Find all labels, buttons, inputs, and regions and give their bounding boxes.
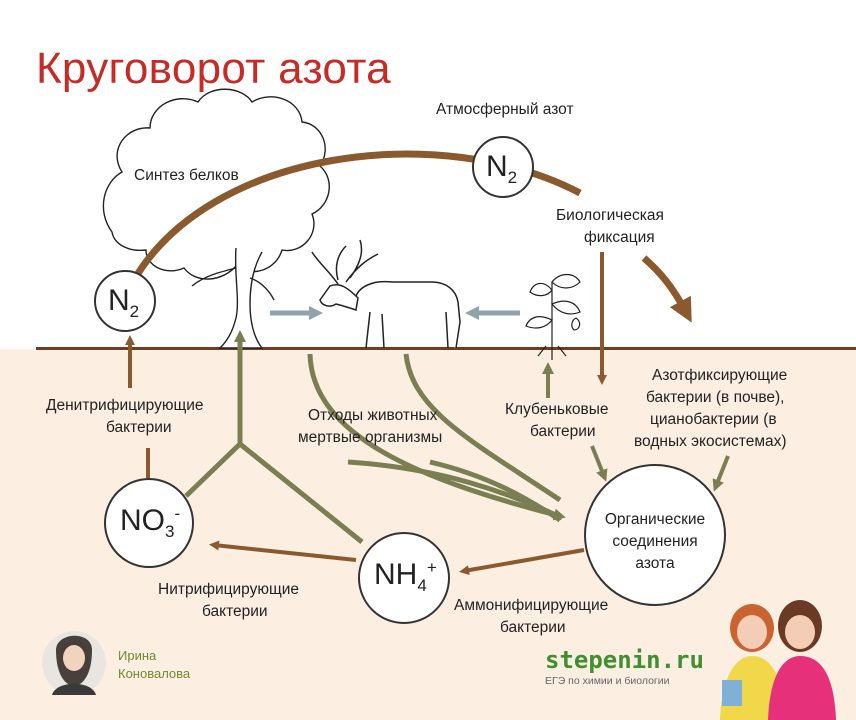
denitrifying-label-1: Денитрифицирующие — [46, 397, 204, 414]
author-photo-graphic — [42, 631, 106, 695]
nitrogen-fixing-label-3: цианобактерии (в — [650, 411, 777, 428]
author-first-name: Ирина — [118, 648, 157, 663]
people-graphic — [720, 600, 836, 720]
moose-icon — [311, 239, 461, 349]
ammonifying-label-1: Аммонифицирующие — [454, 597, 609, 614]
uptake-branch — [184, 440, 364, 544]
no3-superscript: - — [174, 504, 181, 523]
author-name: Ирина Коновалова — [118, 647, 190, 683]
nh4-symbol: NH — [374, 558, 418, 591]
plant-icon — [525, 273, 581, 360]
denitrifying-label-2: бактерии — [106, 419, 172, 436]
nodule-to-organic-arrow — [590, 445, 608, 482]
biological-fixation-label-2: фиксация — [584, 229, 655, 246]
n2-left-symbol: N — [108, 284, 130, 317]
nitrifying-label-2: бактерии — [202, 603, 268, 620]
organic-label-3: азота — [635, 555, 675, 572]
atmospheric-nitrogen-label: Атмосферный азот — [436, 101, 574, 118]
nh4-circle: NH4+ — [358, 532, 450, 624]
no3-symbol: NO — [120, 504, 165, 537]
nh4-subscript: 4 — [417, 576, 427, 595]
ground-line — [36, 347, 856, 350]
page-title: Круговорот азота — [36, 44, 391, 93]
organic-label-2: соединения — [612, 533, 698, 550]
author-last-name: Коновалова — [118, 666, 191, 681]
nitrogen-fixing-label-2: бактерии (в почве), — [646, 389, 785, 406]
brand-link[interactable]: stepenin.ru — [545, 646, 704, 674]
waste-arrow-1 — [307, 353, 566, 521]
nitrogen-fixing-label-4: водных экосистемах) — [634, 433, 787, 450]
n2-atmosphere-circle: N2 — [472, 136, 534, 198]
nodule-bacteria-label-2: бактерии — [530, 423, 596, 440]
nh4-superscript: + — [426, 558, 437, 577]
n2-atmosphere-subscript: 2 — [507, 168, 518, 187]
ammonify-arrow — [459, 548, 585, 576]
no3-subscript: 3 — [165, 522, 175, 541]
nitrogen-fixing-label-1: Азотфиксирующие — [652, 367, 788, 384]
nitrifying-label-1: Нитрифицирующие — [158, 581, 300, 598]
waste-arrow-2 — [403, 353, 562, 503]
n2-left-circle: N2 — [94, 270, 156, 332]
brand-tagline: ЕГЭ по химии и биологии — [545, 675, 670, 687]
waste-arrow-4 — [429, 459, 562, 523]
nitrify-arrow — [209, 540, 357, 562]
n2-atmosphere-symbol: N — [486, 150, 508, 183]
organic-label-1: Органические — [604, 511, 706, 528]
no3-circle: NO3- — [104, 478, 194, 568]
organic-compounds-circle: Органические соединения азота — [584, 464, 726, 606]
ammonifying-label-2: бактерии — [500, 619, 566, 636]
fixation-big-arrow — [641, 255, 692, 323]
n2-left-subscript: 2 — [129, 302, 140, 321]
animal-waste-label-2: мертвые организмы — [298, 429, 443, 446]
animal-waste-label-1: Отходы животных — [308, 407, 438, 424]
nodule-bacteria-label-1: Клубеньковые — [505, 401, 609, 418]
biological-fixation-label-1: Биологическая — [556, 207, 664, 224]
protein-synthesis-label: Синтез белков — [134, 167, 239, 184]
fixers-to-organic-arrow — [712, 455, 730, 492]
